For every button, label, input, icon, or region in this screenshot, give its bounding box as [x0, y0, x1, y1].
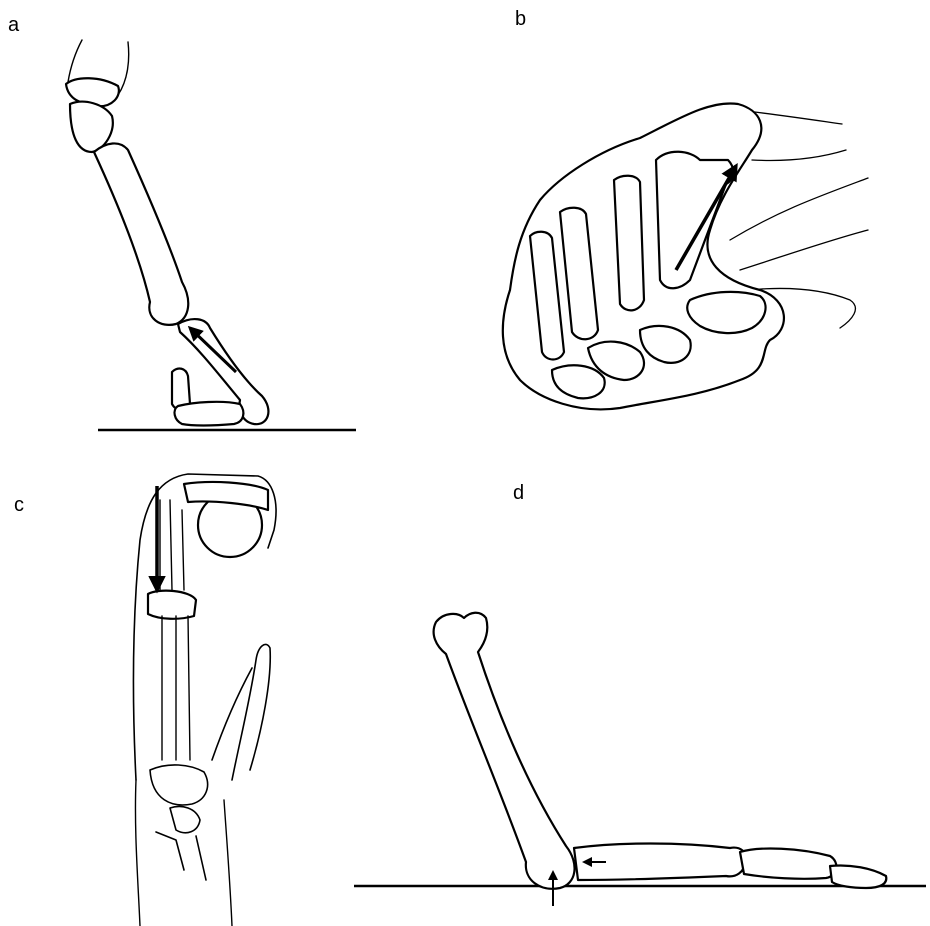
- panel-a-metacarpal: [94, 143, 188, 324]
- panel-b-bone-4: [656, 152, 733, 289]
- panel-c-forearm-outline: [135, 780, 232, 926]
- panel-d-hand-1: [740, 849, 836, 879]
- panel-b-illustration: [503, 103, 868, 409]
- panel-a-distal-2: [175, 402, 244, 426]
- panel-c-illustration: [133, 474, 276, 926]
- panel-c-middle-bone: [148, 591, 196, 619]
- panel-d-hand-2: [830, 865, 886, 888]
- panel-d-illustration: [354, 613, 926, 906]
- panel-c-finger-tendons: [160, 500, 190, 760]
- panel-c-carpals: [150, 765, 208, 880]
- panel-d-humerus: [434, 613, 575, 889]
- panel-a-illustration: [66, 40, 356, 430]
- panel-c-thumb: [212, 644, 270, 780]
- panel-b-bone-1: [614, 176, 644, 311]
